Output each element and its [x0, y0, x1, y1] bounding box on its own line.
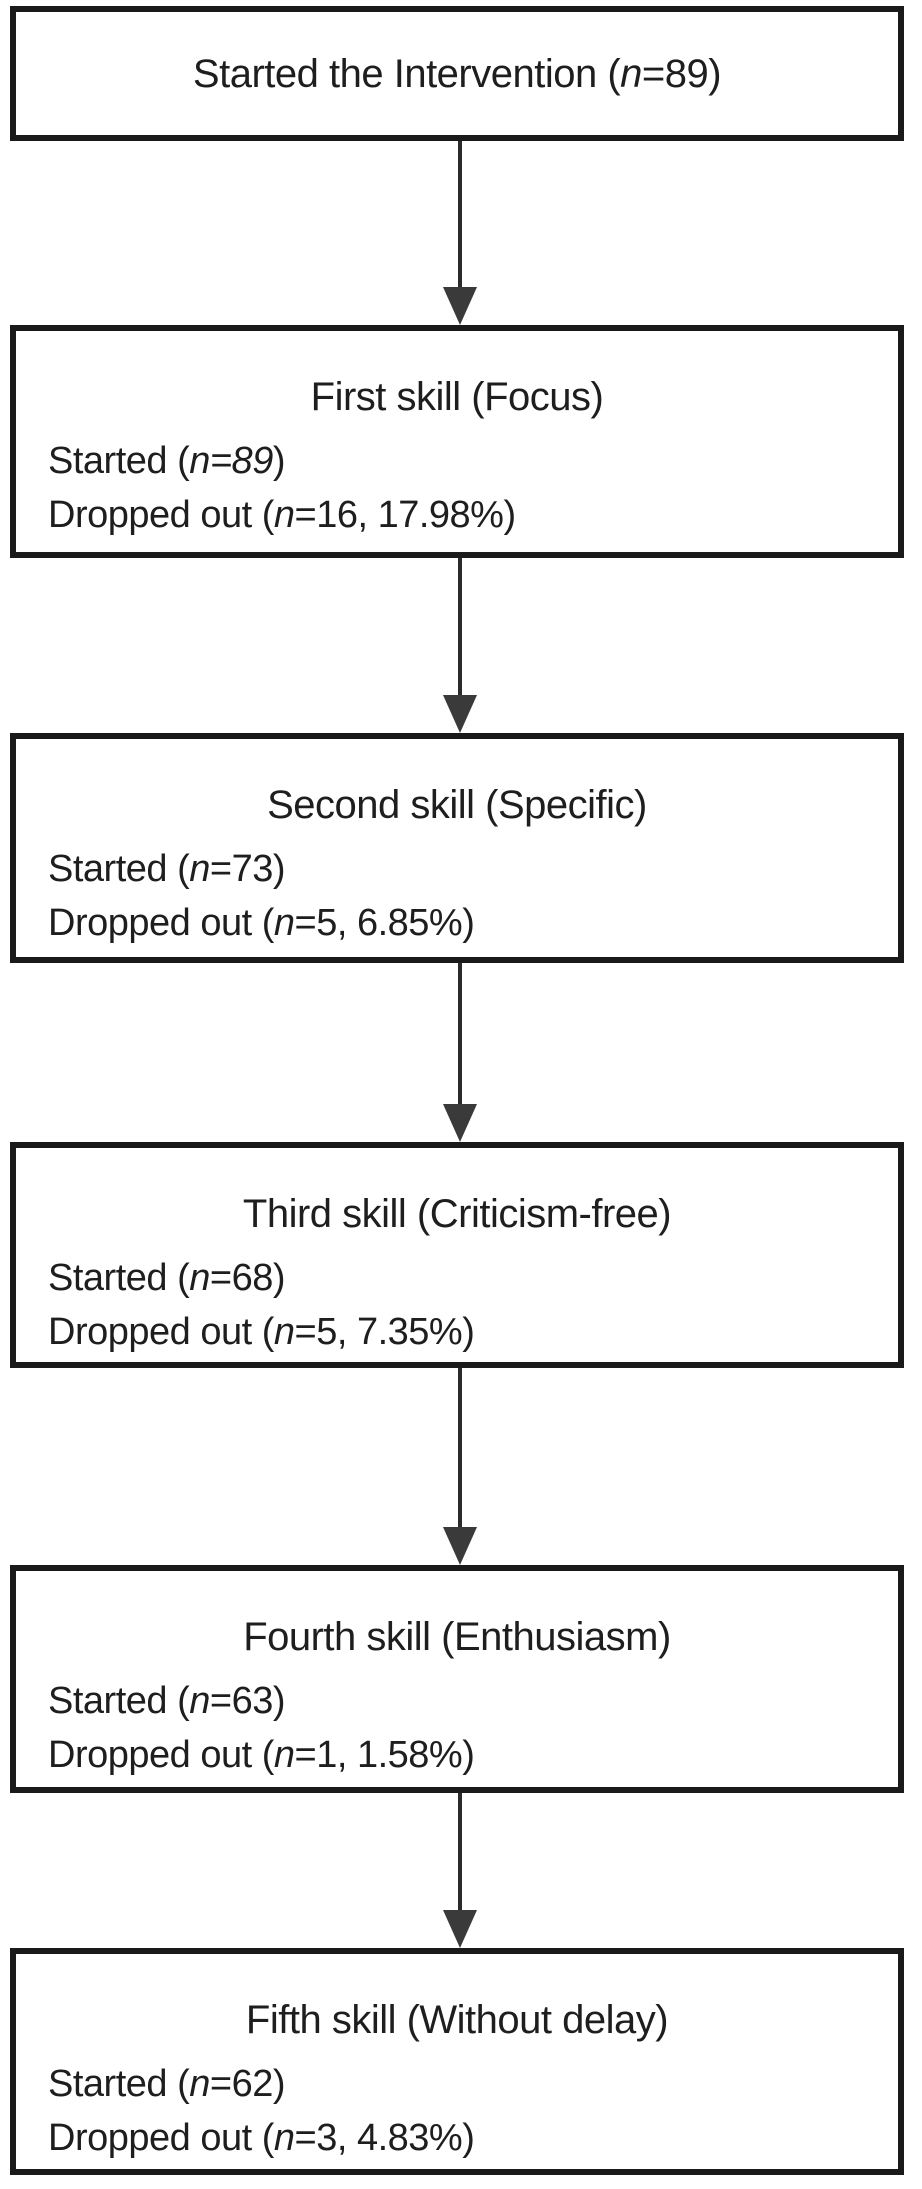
flow-arrow	[443, 558, 477, 733]
flow-arrow	[443, 1368, 477, 1565]
node-title: Third skill (Criticism-free)	[242, 1192, 672, 1236]
arrow-shaft	[458, 963, 462, 1104]
arrow-shaft	[458, 141, 462, 287]
flow-node-first-skill: First skill (Focus) Started (n=89) Dropp…	[10, 325, 904, 558]
node-started-line: Started (n=89)	[48, 440, 285, 482]
node-started-line: Started (n=63)	[48, 1680, 286, 1722]
arrow-shaft	[458, 558, 462, 695]
arrow-shaft	[458, 1793, 462, 1910]
node-dropped-line: Dropped out (n=5, 7.35%)	[48, 1311, 475, 1353]
node-started-line: Started (n=62)	[48, 2063, 286, 2105]
node-title: Fifth skill (Without delay)	[245, 1998, 669, 2042]
flow-node-third-skill: Third skill (Criticism-free) Started (n=…	[10, 1142, 904, 1368]
flow-arrow	[443, 963, 477, 1142]
node-title: Fourth skill (Enthusiasm)	[243, 1615, 671, 1659]
flow-arrow	[443, 141, 477, 325]
node-dropped-line: Dropped out (n=3, 4.83%)	[48, 2117, 475, 2159]
arrow-head-icon	[443, 695, 477, 733]
flow-node-started-intervention: Started the Intervention (n=89)	[10, 6, 904, 141]
node-dropped-line: Dropped out (n=5, 6.85%)	[48, 902, 475, 944]
node-started-line: Started (n=68)	[48, 1257, 286, 1299]
arrow-head-icon	[443, 1104, 477, 1142]
arrow-head-icon	[443, 287, 477, 325]
flow-node-fifth-skill: Fifth skill (Without delay) Started (n=6…	[10, 1948, 904, 2175]
arrow-head-icon	[443, 1910, 477, 1948]
flow-node-fourth-skill: Fourth skill (Enthusiasm) Started (n=63)…	[10, 1565, 904, 1793]
flow-node-second-skill: Second skill (Specific) Started (n=73) D…	[10, 733, 904, 963]
node-dropped-line: Dropped out (n=1, 1.58%)	[48, 1734, 475, 1776]
node-dropped-line: Dropped out (n=16, 17.98%)	[48, 494, 516, 536]
node-title: First skill (Focus)	[310, 375, 604, 419]
node-started-line: Started (n=73)	[48, 848, 286, 890]
flow-arrow	[443, 1793, 477, 1948]
node-title: Started the Intervention (n=89)	[192, 51, 722, 96]
arrow-head-icon	[443, 1527, 477, 1565]
node-title: Second skill (Specific)	[267, 783, 647, 827]
arrow-shaft	[458, 1368, 462, 1527]
